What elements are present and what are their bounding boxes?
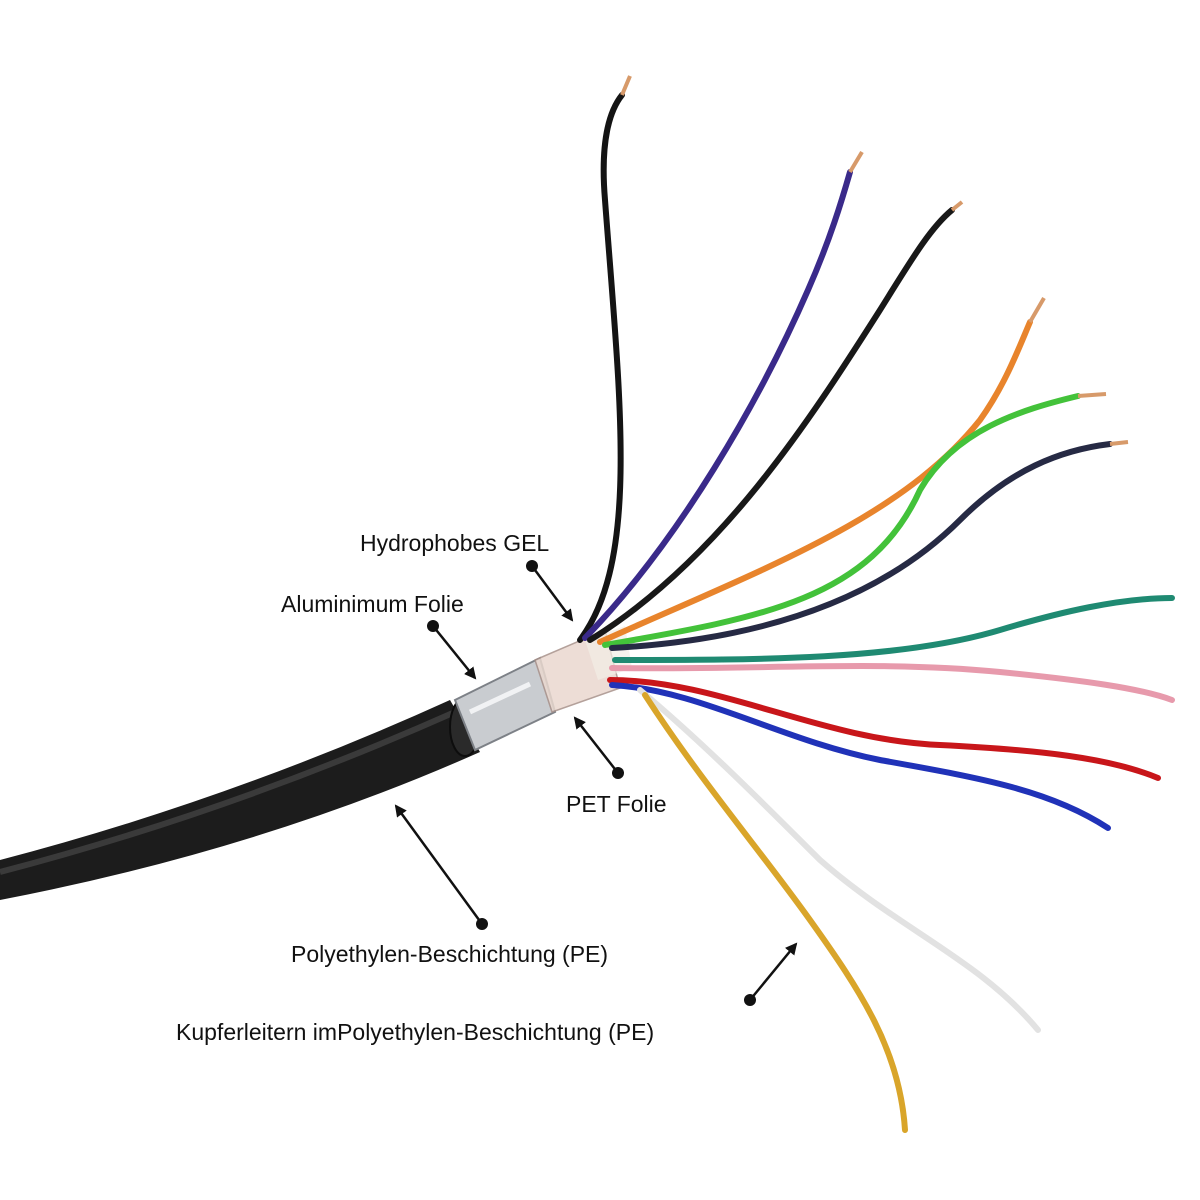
annotation-arrow xyxy=(530,565,574,622)
copper-tip xyxy=(1028,296,1046,324)
label-hydrophobes-gel: Hydrophobes GEL xyxy=(360,530,549,556)
copper-tip xyxy=(848,150,864,174)
annotations: Hydrophobes GEL Aluminimum Folie PET Fol… xyxy=(176,530,798,1045)
teal-wire xyxy=(612,595,1175,663)
annotation-aluminium-folie: Aluminimum Folie xyxy=(281,591,477,680)
annotation-arrow xyxy=(394,804,484,925)
copper-tips xyxy=(620,75,1129,446)
navy-wire xyxy=(609,441,1113,651)
annotation-arrow xyxy=(573,716,619,774)
orange-wire xyxy=(597,319,1033,645)
copper-tip xyxy=(950,200,964,212)
green-wire xyxy=(602,393,1081,648)
purple-wire xyxy=(582,169,853,641)
aluminium-foil xyxy=(453,656,557,752)
annotation-pe-beschichtung: Polyethylen-Beschichtung (PE) xyxy=(291,804,608,967)
annotation-kupferleiter: Kupferleitern imPolyethylen-Beschichtung… xyxy=(176,942,798,1045)
label-aluminium-folie: Aluminimum Folie xyxy=(281,591,464,617)
white-wire xyxy=(637,687,1041,1033)
red-wire xyxy=(607,677,1161,781)
cable-jacket-highlight xyxy=(0,709,457,875)
yellow-wire xyxy=(642,692,908,1133)
label-pet-folie: PET Folie xyxy=(566,791,667,817)
black-wire-2 xyxy=(587,207,955,643)
copper-tip xyxy=(620,75,632,96)
label-kupferleiter: Kupferleitern imPolyethylen-Beschichtung… xyxy=(176,1019,654,1045)
annotation-arrow xyxy=(749,942,798,1001)
pink-wire xyxy=(609,662,1175,703)
label-pe-beschichtung: Polyethylen-Beschichtung (PE) xyxy=(291,941,608,967)
black-wire-1 xyxy=(577,92,625,643)
annotation-pet-folie: PET Folie xyxy=(566,716,667,817)
annotation-arrow xyxy=(432,625,477,680)
copper-tip xyxy=(1077,392,1107,398)
blue-wire xyxy=(609,682,1111,831)
wire-bundle xyxy=(577,92,1175,1133)
copper-tip xyxy=(1109,440,1129,446)
annotation-hydrophobes-gel: Hydrophobes GEL xyxy=(360,530,574,622)
aluminium-foil-shine xyxy=(468,681,532,715)
